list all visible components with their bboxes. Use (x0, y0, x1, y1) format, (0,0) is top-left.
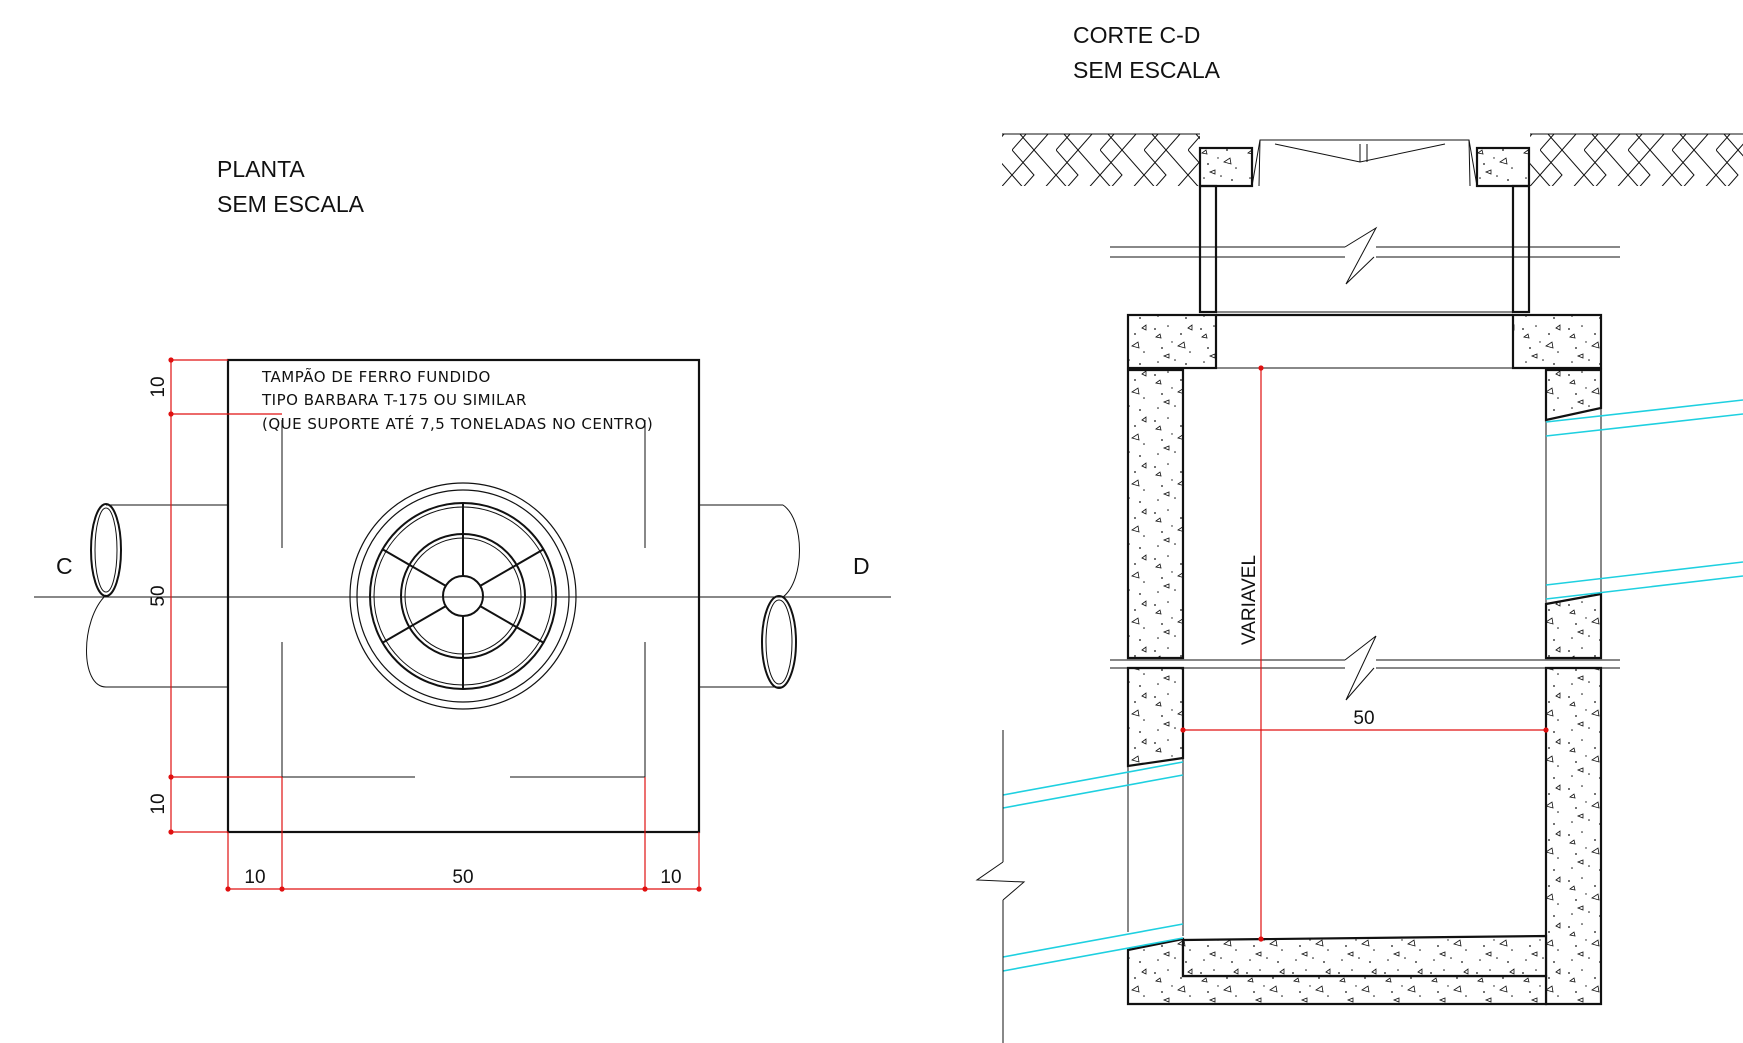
section-height-label: VARIAVEL (1239, 555, 1260, 645)
soil-hatch (1002, 133, 1743, 186)
section-view: CORTE C-D SEM ESCALA (975, 22, 1743, 1043)
section-wall-right-upper (1544, 368, 1603, 422)
plan-dim-h-left: 10 (244, 867, 265, 888)
break-line-left (975, 730, 1026, 1043)
plan-vertical-dimension: 10 50 10 (148, 357, 282, 835)
section-floor (1181, 934, 1548, 978)
plan-dim-v-top: 10 (148, 376, 169, 397)
plan-dim-v-bottom: 10 (148, 793, 169, 814)
plan-horizontal-dimension: 10 50 10 (225, 777, 702, 892)
plan-note-line-1: TAMPÃO DE FERRO FUNDIDO (261, 367, 491, 386)
cut-label-c: C (56, 553, 73, 579)
section-neck (1198, 184, 1531, 314)
plan-title: PLANTA (217, 156, 305, 182)
break-line-middle (1110, 635, 1620, 701)
plan-note-line-2: TIPO BARBARA T-175 OU SIMILAR (261, 391, 527, 409)
section-wall-left-lower (1126, 666, 1185, 768)
plan-pipe-left (86, 503, 228, 688)
break-line-top (1110, 226, 1620, 285)
plan-note-line-3: (QUE SUPORTE ATÉ 7,5 TONELADAS NO CENTRO… (262, 414, 653, 433)
section-height-dimension: VARIAVEL (1239, 365, 1264, 942)
plan-scale: SEM ESCALA (217, 191, 365, 217)
plan-dim-h-middle: 50 (452, 867, 473, 888)
manhole-cover (349, 482, 577, 710)
plan-outer-wall (226, 358, 701, 834)
section-width-dimension: 50 (1180, 708, 1549, 733)
section-title: CORTE C-D (1073, 22, 1200, 48)
plan-inner-opening (281, 420, 646, 778)
section-pipe-right-upper (1545, 399, 1743, 600)
section-slab (1126, 313, 1603, 370)
section-wall-left-upper (1126, 368, 1185, 660)
section-pipe-left-lower (1002, 761, 1184, 972)
section-scale: SEM ESCALA (1073, 57, 1221, 83)
plan-view: PLANTA SEM ESCALA TAMPÃO DE FERRO FUNDID… (34, 156, 891, 892)
section-wall-right-middle (1544, 592, 1603, 660)
section-wall-right-lower (1544, 666, 1603, 1006)
cut-label-d: D (853, 553, 870, 579)
section-width-label: 50 (1353, 708, 1374, 729)
plan-dim-h-right: 10 (660, 867, 681, 888)
section-cover (1198, 139, 1531, 188)
plan-dim-v-middle: 50 (148, 585, 169, 606)
plan-pipe-right (699, 504, 800, 689)
